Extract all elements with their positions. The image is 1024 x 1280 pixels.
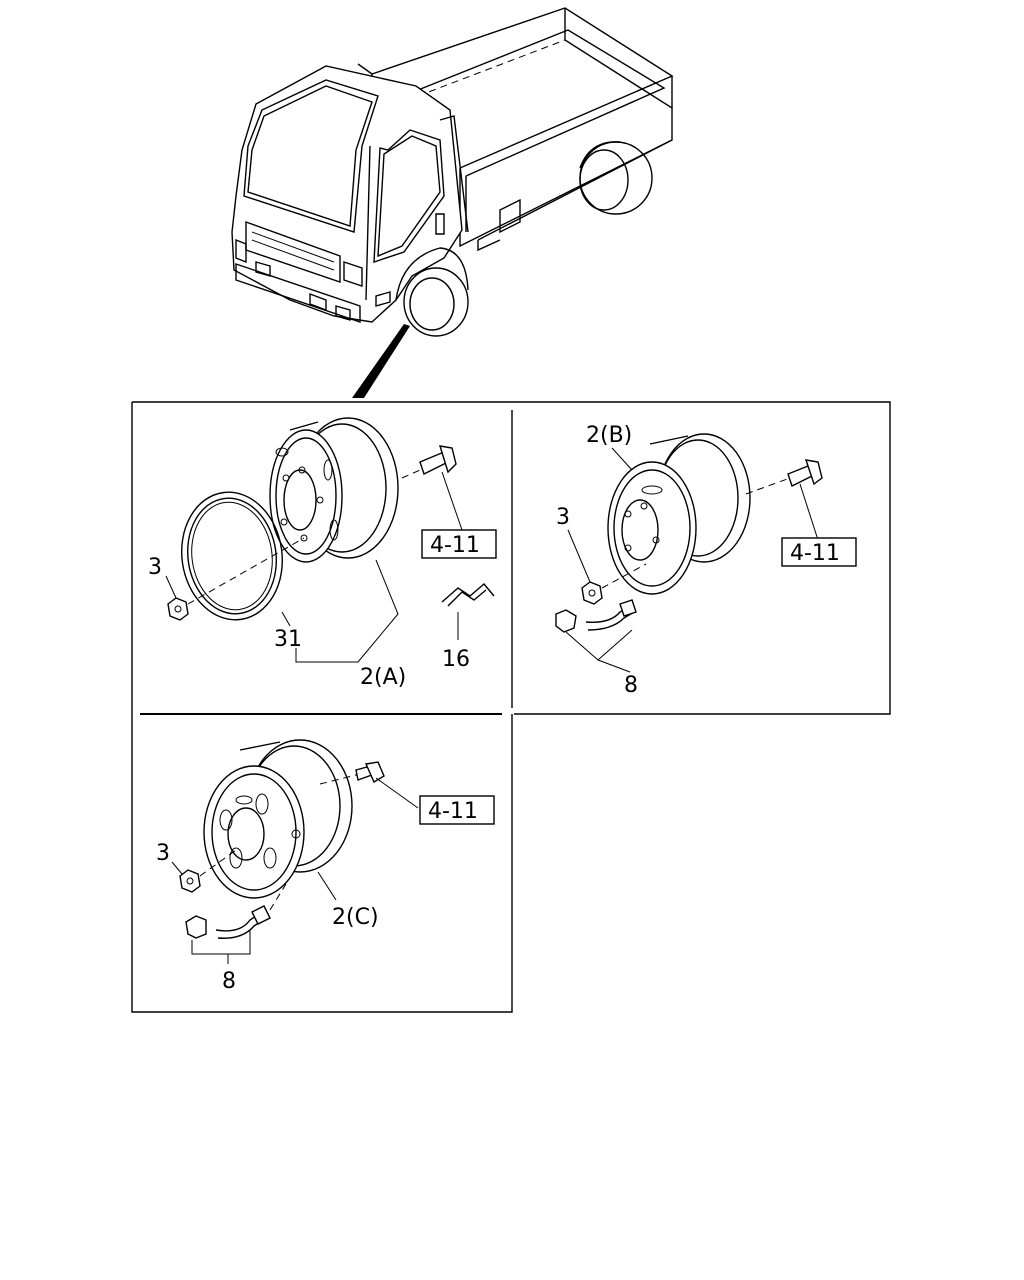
hub-bolt-a bbox=[419, 445, 457, 475]
callout-2b: 2(B) bbox=[586, 423, 632, 448]
panel-b: 2(B) 3 8 4-11 bbox=[555, 423, 857, 698]
cab bbox=[231, 65, 469, 337]
hub-bolt-c bbox=[355, 761, 385, 784]
callout-2c: 2(C) bbox=[332, 905, 379, 930]
wheel-2c bbox=[203, 739, 353, 899]
panel-a: 3 31 2(A) 16 4-11 bbox=[148, 417, 497, 690]
callout-16: 16 bbox=[442, 647, 470, 672]
ref-box-b[interactable]: 4-11 bbox=[781, 537, 857, 567]
lock-ring-31 bbox=[180, 491, 284, 621]
nut-3-a bbox=[167, 597, 189, 621]
wheel-2a bbox=[269, 417, 399, 563]
hub-bolt-b bbox=[787, 459, 823, 487]
panel-c: 3 2(C) 8 4-11 bbox=[156, 739, 495, 994]
valve-8-b bbox=[555, 599, 637, 633]
truck-illustration bbox=[231, 7, 674, 398]
ref-box-a[interactable]: 4-11 bbox=[421, 529, 497, 559]
callout-3-b: 3 bbox=[556, 505, 570, 530]
callout-31: 31 bbox=[274, 627, 302, 652]
nut-3-c bbox=[179, 869, 201, 893]
callout-2a: 2(A) bbox=[360, 665, 406, 690]
ref-4-11-b[interactable]: 4-11 bbox=[790, 541, 840, 566]
callout-8-c: 8 bbox=[222, 969, 236, 994]
callout-3-a: 3 bbox=[148, 555, 162, 580]
panel-frames bbox=[131, 401, 891, 1013]
callout-3-c: 3 bbox=[156, 841, 170, 866]
wheel-2b bbox=[607, 433, 751, 595]
ref-4-11-c[interactable]: 4-11 bbox=[428, 799, 478, 824]
clip-16 bbox=[441, 583, 495, 607]
ref-4-11-a[interactable]: 4-11 bbox=[430, 533, 480, 558]
detail-pointer bbox=[352, 324, 410, 398]
rear-wheel bbox=[579, 141, 653, 215]
ref-box-c[interactable]: 4-11 bbox=[419, 795, 495, 825]
valve-8-c bbox=[185, 905, 271, 939]
nut-3-b bbox=[581, 581, 603, 605]
callout-8-b: 8 bbox=[624, 673, 638, 698]
